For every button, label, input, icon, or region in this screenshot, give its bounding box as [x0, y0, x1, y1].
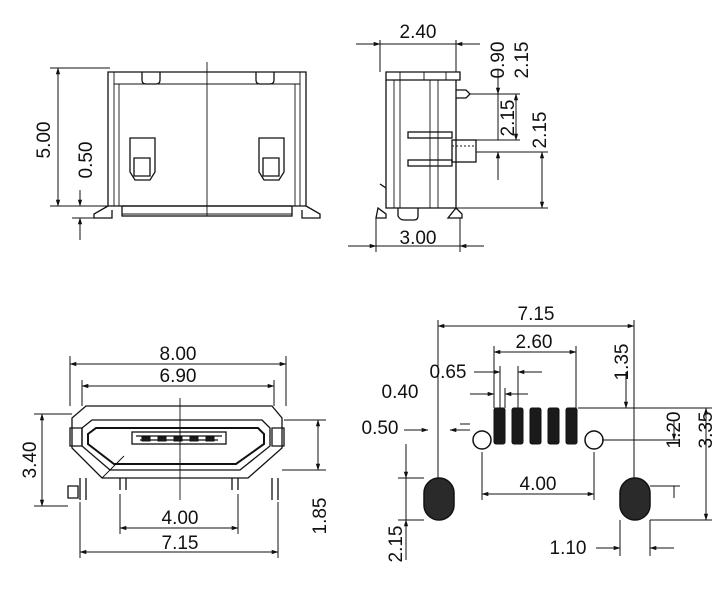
dim-end-body: 6.90 — [160, 366, 197, 387]
dim-fp-holespan: 4.00 — [520, 474, 557, 495]
dim-fp-padlen: 1.20 — [664, 412, 685, 449]
dim-fp-padspan: 2.60 — [516, 332, 553, 353]
dim-fp-padwidth: 0.40 — [382, 382, 419, 403]
dim-end-pinspan: 4.00 — [162, 508, 199, 529]
dim-side-pitch-a: 2.15 — [512, 42, 533, 79]
dim-side-pitch-b: 2.15 — [498, 100, 519, 137]
dim-front-tab: 0.50 — [76, 142, 97, 179]
end-view — [67, 398, 285, 500]
dim-end-standoff: 1.85 — [310, 498, 331, 535]
dim-side-pin-depth: 2.15 — [530, 112, 551, 149]
dim-side-tab: 0.90 — [488, 42, 509, 79]
dim-fp-ovalwidth: 1.10 — [550, 538, 587, 559]
front-view — [93, 62, 321, 219]
dim-end-footspan: 7.15 — [162, 533, 199, 554]
dim-fp-hole: 0.50 — [362, 418, 399, 439]
dim-front-width: 5.00 — [34, 122, 55, 159]
dim-fp-ovalheight: 2.15 — [386, 526, 407, 563]
side-view — [375, 71, 477, 221]
dim-fp-rowoffset: 1.35 — [612, 344, 633, 381]
dim-end-overall: 8.00 — [160, 344, 197, 365]
dim-side-depth: 2.40 — [400, 22, 437, 43]
dim-side-overall: 3.00 — [400, 228, 437, 249]
dim-fp-padtooval: 3.35 — [696, 412, 717, 449]
dim-end-height: 3.40 — [20, 442, 41, 479]
footprint-view — [423, 407, 651, 521]
dim-fp-pitch: 0.65 — [430, 362, 467, 383]
dim-fp-outer: 7.15 — [518, 304, 555, 325]
